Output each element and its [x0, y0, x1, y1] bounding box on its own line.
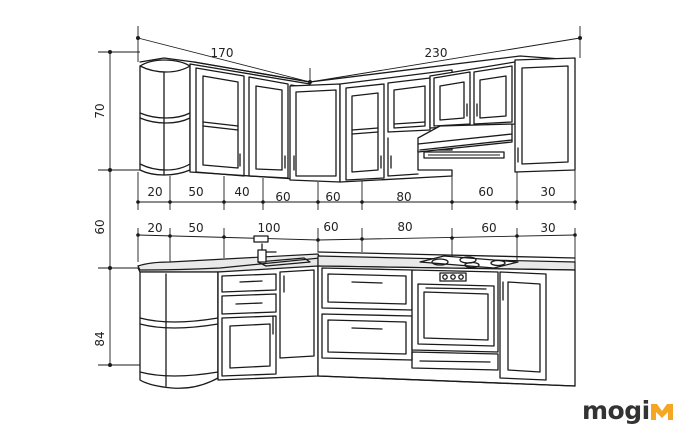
upper-left-cabinets — [189, 61, 311, 181]
mogi-logo-mark-icon — [651, 404, 673, 420]
upper-right-cabinets — [289, 57, 576, 183]
dim-base-height: 84 — [93, 331, 107, 346]
dim-upper-left-width: 170 — [211, 46, 234, 60]
dim-base-seg-2: 50 — [188, 221, 203, 235]
upper-open-shelf — [139, 59, 191, 176]
dim-upper-seg-7: 60 — [478, 185, 493, 199]
dim-upper-right-width: 230 — [425, 46, 448, 60]
brand-logo: mogi — [582, 396, 650, 426]
dim-base-seg-1: 20 — [147, 221, 162, 235]
base-right-cabinets — [317, 265, 576, 387]
dim-upper-height: 70 — [93, 103, 107, 118]
dim-base-seg-3: 100 — [258, 221, 281, 235]
dim-base-seg-6: 60 — [481, 221, 496, 235]
dim-base-seg-7: 30 — [540, 221, 555, 235]
dim-base-seg-5: 80 — [397, 220, 412, 234]
range-hood — [417, 123, 513, 159]
dim-upper-seg-1: 20 — [147, 185, 162, 199]
dim-upper-seg-5: 60 — [325, 190, 340, 204]
base-open-shelf — [139, 271, 219, 389]
dim-base-seg-4: 60 — [323, 220, 338, 234]
dim-upper-seg-8: 30 — [540, 185, 555, 199]
dim-gap-height: 60 — [93, 219, 107, 234]
dim-upper-seg-3: 40 — [234, 185, 249, 199]
cooktop — [419, 255, 519, 269]
base-cabinets — [137, 235, 576, 389]
brand-name: mogi — [582, 396, 650, 425]
dim-upper-seg-2: 50 — [188, 185, 203, 199]
sink — [253, 235, 311, 267]
dim-upper-seg-6: 80 — [396, 190, 411, 204]
dim-upper-seg-4: 60 — [275, 190, 290, 204]
upper-cabinets — [139, 55, 576, 183]
dimension-lines: 170 230 70 60 84 20 50 40 60 — [93, 26, 582, 367]
base-left-drawers — [217, 265, 319, 381]
